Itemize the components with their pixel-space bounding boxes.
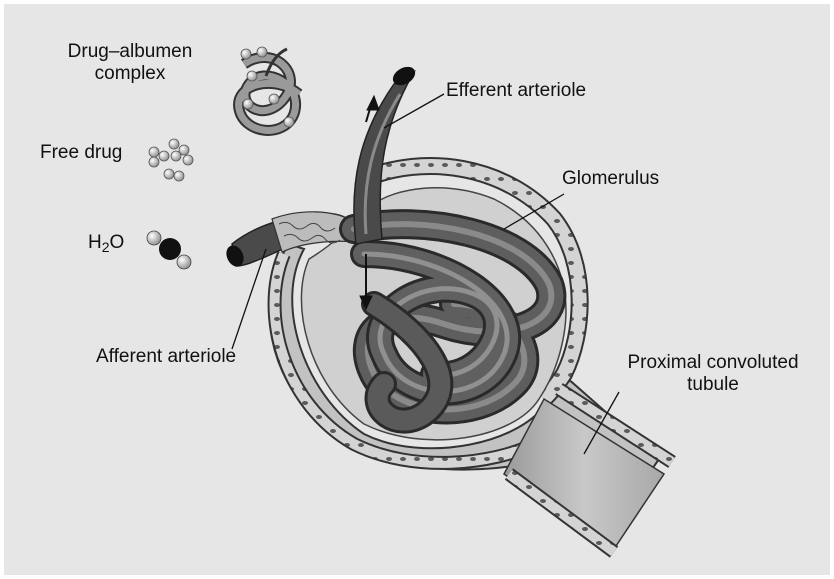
label-drug-albumen-complex: Drug–albumen complex — [60, 41, 200, 85]
free-drug-icon — [149, 139, 193, 181]
proximal-tubule — [504, 389, 672, 552]
label-glomerulus: Glomerulus — [562, 168, 659, 190]
label-drug-albumen-line2: complex — [60, 63, 200, 85]
label-proximal-convoluted-tubule: Proximal convoluted tubule — [610, 352, 816, 396]
drug-albumen-complex-icon — [239, 47, 299, 130]
label-proximal-line1: Proximal convoluted — [610, 352, 816, 374]
water-molecule-icon — [147, 231, 191, 269]
label-water-o: O — [110, 232, 125, 253]
diagram-frame: Drug–albumen complex Free drug H2O Effer… — [4, 4, 830, 575]
label-efferent-arteriole: Efferent arteriole — [446, 80, 586, 102]
label-water-h: H — [88, 232, 102, 253]
label-drug-albumen-line1: Drug–albumen — [60, 41, 200, 63]
label-free-drug: Free drug — [40, 142, 122, 164]
kidney-nephron-illustration — [4, 4, 830, 575]
label-water-subscript: 2 — [102, 239, 110, 255]
label-water: H2O — [88, 232, 124, 254]
label-proximal-line2: tubule — [610, 374, 816, 396]
label-afferent-arteriole: Afferent arteriole — [96, 346, 236, 368]
